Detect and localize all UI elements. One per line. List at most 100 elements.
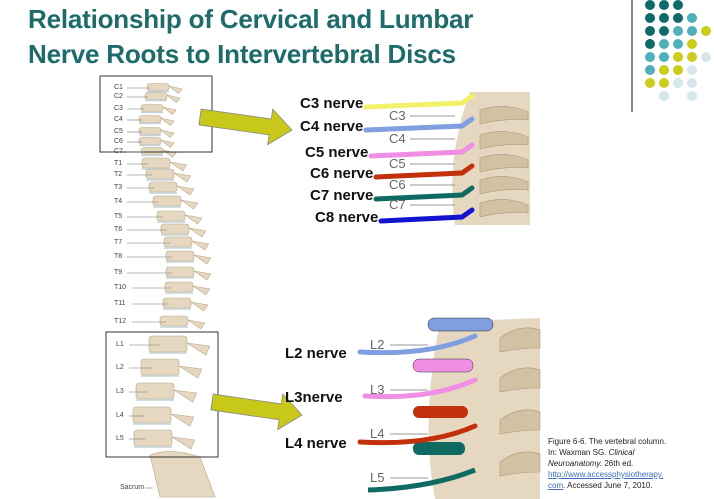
vertebra-label-c5: C5 <box>389 156 406 171</box>
cervical-process <box>479 199 529 218</box>
spinous-process <box>162 106 177 115</box>
spine-label-t3: T3 <box>114 184 123 191</box>
decorative-dot <box>687 78 697 88</box>
title-line-2: Nerve Roots to Intervertebral Discs <box>28 39 456 69</box>
title-line-1: Relationship of Cervical and Lumbar <box>28 4 474 34</box>
spine-label-l4: L4 <box>116 412 124 419</box>
caption-text: Clinical <box>608 448 635 457</box>
nerve-root <box>373 163 475 180</box>
vertebra <box>145 168 175 180</box>
spinous-process <box>192 285 211 296</box>
spine-label-c1: C1 <box>114 84 123 91</box>
vertebra <box>140 104 164 112</box>
spine-label-c6: C6 <box>114 138 123 145</box>
vertebra-label-l3: L3 <box>370 382 385 397</box>
vertebra <box>162 297 192 309</box>
spine-label-t9: T9 <box>114 269 123 276</box>
spine-label-c2: C2 <box>114 93 123 100</box>
decorative-dot <box>687 26 697 36</box>
vertebra <box>140 147 164 155</box>
decorative-dot <box>645 26 655 36</box>
spinous-process <box>187 319 206 330</box>
caption-text: 26th ed. <box>602 459 634 468</box>
spinous-process <box>160 117 175 126</box>
decorative-dot <box>687 52 697 62</box>
lumbar-process <box>499 367 541 393</box>
disc-l4-l5 <box>413 442 465 455</box>
vertebra <box>146 83 170 91</box>
vertebra <box>159 315 189 327</box>
decorative-dot <box>673 39 683 49</box>
spine-label-t4: T4 <box>114 198 123 205</box>
spinous-process <box>186 342 211 356</box>
spine-label-t8: T8 <box>114 253 123 260</box>
cervical-process <box>479 131 529 150</box>
spine-label-l1: L1 <box>116 341 124 348</box>
vertebra <box>152 195 182 207</box>
lumbar-process <box>499 409 541 435</box>
spine-label-t12: T12 <box>114 318 127 325</box>
spine-label-t5: T5 <box>114 213 123 220</box>
spinous-process <box>170 413 195 427</box>
vertebra <box>165 266 195 278</box>
spinous-process <box>160 129 175 138</box>
spine-label-t2: T2 <box>114 171 123 178</box>
source-link[interactable]: com <box>548 481 564 490</box>
spine-label-c7: C7 <box>114 148 123 155</box>
lumbar-process <box>499 451 541 477</box>
decorative-dot <box>659 52 669 62</box>
spine-label-sacrum: Sacrum <box>120 484 145 491</box>
spine-label-t7: T7 <box>114 239 123 246</box>
vertebra <box>148 335 188 353</box>
decorative-dot <box>645 0 655 10</box>
vertebra <box>138 127 162 135</box>
decorative-dot <box>645 52 655 62</box>
decorative-dot <box>659 91 669 101</box>
lumbar-process <box>499 327 541 353</box>
spinous-process <box>169 161 188 172</box>
spinous-process <box>191 240 210 251</box>
spine-label-t1: T1 <box>114 160 123 167</box>
nerve-label-c3: C3 nerve <box>300 95 364 112</box>
nerve-root <box>363 93 475 110</box>
vertebra <box>138 115 162 123</box>
spinous-process <box>166 94 181 103</box>
spine-label-l2: L2 <box>116 364 124 371</box>
spine-label-c5: C5 <box>114 128 123 135</box>
spinous-process <box>168 85 183 94</box>
decorative-divider <box>631 0 633 112</box>
nerve-label-l3: L3nerve <box>285 389 343 406</box>
cervical-process <box>479 176 529 195</box>
slide-title: Relationship of Cervical and Lumbar Nerv… <box>28 2 473 72</box>
decorative-dot <box>645 65 655 75</box>
vertebra <box>132 406 172 424</box>
nerve-root <box>357 333 478 356</box>
spinous-process <box>193 254 212 265</box>
nerve-root <box>362 377 478 400</box>
cervical-process <box>479 154 529 173</box>
spinous-process <box>190 301 209 312</box>
source-link[interactable]: http://www.accessphysiotherapy. <box>548 470 664 479</box>
decorative-dot <box>659 0 669 10</box>
decorative-dot <box>673 52 683 62</box>
vertebra <box>148 181 178 193</box>
nerve-label-c5: C5 nerve <box>305 144 369 161</box>
vertebra <box>144 92 168 100</box>
decorative-dot <box>673 13 683 23</box>
decorative-dot <box>645 13 655 23</box>
spine-label-t6: T6 <box>114 226 123 233</box>
nerve-root <box>373 185 475 202</box>
spine-label-c3: C3 <box>114 105 123 112</box>
decorative-dot <box>659 26 669 36</box>
vertebra <box>135 382 175 400</box>
arrow-shape <box>210 393 303 431</box>
decorative-dot <box>659 78 669 88</box>
spinous-process <box>173 172 192 183</box>
spine-label-t10: T10 <box>114 284 127 291</box>
vertebra-label-l4: L4 <box>370 426 385 441</box>
nerve-label-c6: C6 nerve <box>310 165 374 182</box>
caption-line: Figure 6-6. The vertebral column. <box>548 437 667 446</box>
figure-caption: Figure 6-6. The vertebral column. In: Wa… <box>548 436 714 491</box>
decorative-dot <box>687 91 697 101</box>
arrow-shape <box>198 108 293 146</box>
